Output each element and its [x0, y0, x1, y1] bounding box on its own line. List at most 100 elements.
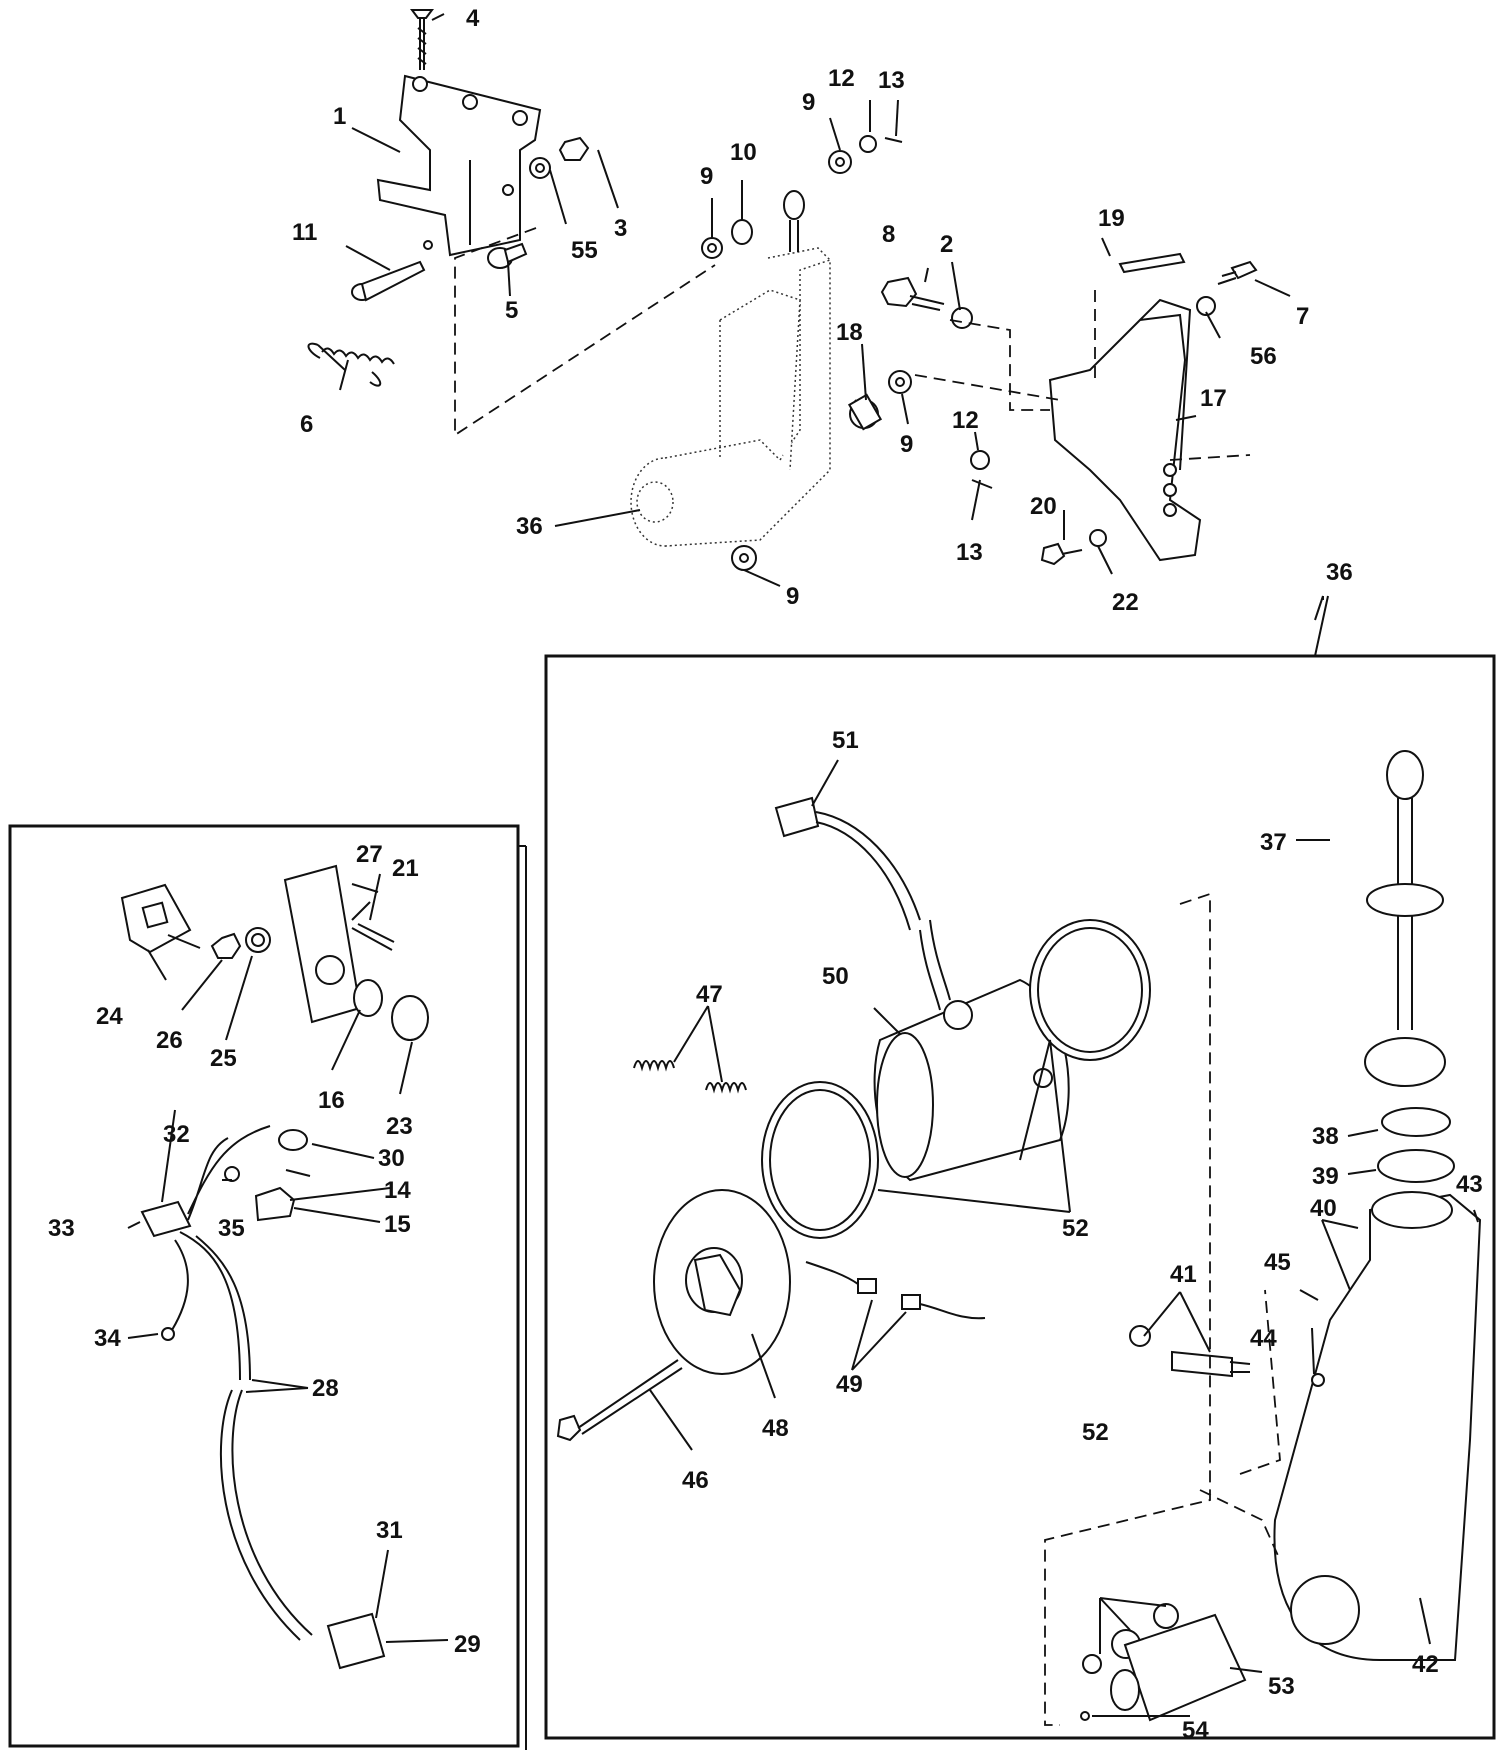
callout-28: 28 [312, 1375, 339, 1402]
callout-17: 17 [1200, 385, 1227, 412]
gear-housing-icon [1273, 1191, 1482, 1661]
callout-34: 34 [94, 1325, 121, 1352]
callout-9d: 9 [786, 583, 799, 610]
callout-20: 20 [1030, 493, 1057, 520]
callout-15: 15 [384, 1211, 411, 1238]
motor-detail-frame [544, 595, 1496, 1740]
callout-5: 5 [505, 297, 518, 324]
callout-labels: 4 1 3 55 5 11 6 9 10 9 12 13 8 2 19 7 56… [48, 5, 1483, 1744]
clamp-icon [254, 1186, 296, 1222]
wiring-kit-frame [8, 824, 527, 1750]
motor-housing-icon [873, 978, 1070, 1182]
leader-lines [127, 13, 1479, 1717]
callout-21: 21 [392, 855, 419, 882]
connector-icon [774, 796, 951, 1011]
pin-icon [1118, 252, 1186, 274]
callout-49: 49 [836, 1371, 863, 1398]
washer-icon [1082, 1654, 1102, 1674]
callout-55: 55 [571, 237, 598, 264]
callout-2: 2 [940, 231, 953, 258]
callout-3: 3 [614, 215, 627, 242]
end-cap-icon [653, 1189, 791, 1375]
callout-36a: 36 [516, 513, 543, 540]
callout-52a: 52 [1062, 1215, 1089, 1242]
washer-icon [951, 307, 973, 329]
callout-6: 6 [300, 411, 313, 438]
callout-9b: 9 [802, 89, 815, 116]
callout-16: 16 [318, 1087, 345, 1114]
callout-11: 11 [292, 219, 317, 246]
callout-39: 39 [1312, 1163, 1339, 1190]
callout-32: 32 [163, 1121, 190, 1148]
o-ring-icon [1377, 1149, 1455, 1183]
callout-9a: 9 [700, 163, 713, 190]
callout-27: 27 [356, 841, 383, 868]
callout-52b: 52 [1082, 1419, 1109, 1446]
callout-53: 53 [1268, 1673, 1295, 1700]
toggle-switch-icon [120, 883, 201, 954]
cotter-pin-icon [884, 137, 903, 143]
screw-icon [285, 1169, 311, 1177]
bolt-icon [487, 242, 528, 269]
callout-7: 7 [1296, 303, 1309, 330]
callout-23: 23 [386, 1113, 413, 1140]
callout-13b: 13 [956, 539, 983, 566]
callout-22: 22 [1112, 589, 1139, 616]
callout-41: 41 [1170, 1261, 1197, 1288]
trim-bracket-icon [1048, 298, 1202, 562]
sleeve-icon [847, 393, 883, 431]
callout-4: 4 [466, 5, 480, 32]
callout-36b: 36 [1326, 559, 1353, 586]
screw-icon [410, 9, 434, 70]
callout-44: 44 [1250, 1325, 1277, 1352]
callout-29: 29 [454, 1631, 481, 1658]
callout-46: 46 [682, 1467, 709, 1494]
callout-13a: 13 [878, 67, 905, 94]
tilt-rod-icon [1364, 750, 1446, 1087]
clevis-pin-icon [351, 260, 426, 302]
bolt-icon [880, 276, 945, 311]
callout-1: 1 [333, 103, 346, 130]
spring-icon [307, 342, 395, 387]
callout-56: 56 [1250, 343, 1277, 370]
callout-42: 42 [1412, 1651, 1439, 1678]
callout-31: 31 [376, 1517, 403, 1544]
callout-45: 45 [1264, 1249, 1291, 1276]
cotter-pin-icon [971, 479, 993, 489]
callout-26: 26 [156, 1027, 183, 1054]
screw-icon [351, 923, 395, 951]
callout-48: 48 [762, 1415, 789, 1442]
spacer-icon [731, 219, 753, 245]
callout-19: 19 [1098, 205, 1125, 232]
nut-icon [210, 932, 242, 959]
callout-35: 35 [218, 1215, 245, 1242]
callout-25: 25 [210, 1045, 237, 1072]
callout-14: 14 [384, 1177, 411, 1204]
brush-icon [805, 1261, 986, 1320]
ball-icon [1080, 1711, 1090, 1721]
mounting-bracket-icon [376, 74, 542, 257]
callout-24: 24 [96, 1003, 123, 1030]
callout-40: 40 [1310, 1195, 1337, 1222]
callout-12a: 12 [828, 65, 855, 92]
nut-icon [558, 136, 590, 161]
callout-47: 47 [696, 981, 723, 1008]
callout-50: 50 [822, 963, 849, 990]
washer-icon [1153, 1603, 1179, 1629]
callout-33: 33 [48, 1215, 75, 1242]
bolt-icon [1217, 260, 1258, 285]
motor-icon [630, 190, 831, 547]
wire-harness-icon [140, 1125, 386, 1670]
callout-8: 8 [882, 221, 895, 248]
retaining-ring-icon [1129, 1325, 1151, 1347]
washer-icon [1196, 296, 1216, 316]
callout-30: 30 [378, 1145, 405, 1172]
switch-plate-icon [283, 864, 362, 1024]
callout-38: 38 [1312, 1123, 1339, 1150]
callout-18: 18 [836, 319, 863, 346]
callout-51: 51 [832, 727, 859, 754]
through-bolt-icon [556, 1359, 683, 1442]
callout-9c: 9 [900, 431, 913, 458]
callout-43: 43 [1456, 1171, 1483, 1198]
